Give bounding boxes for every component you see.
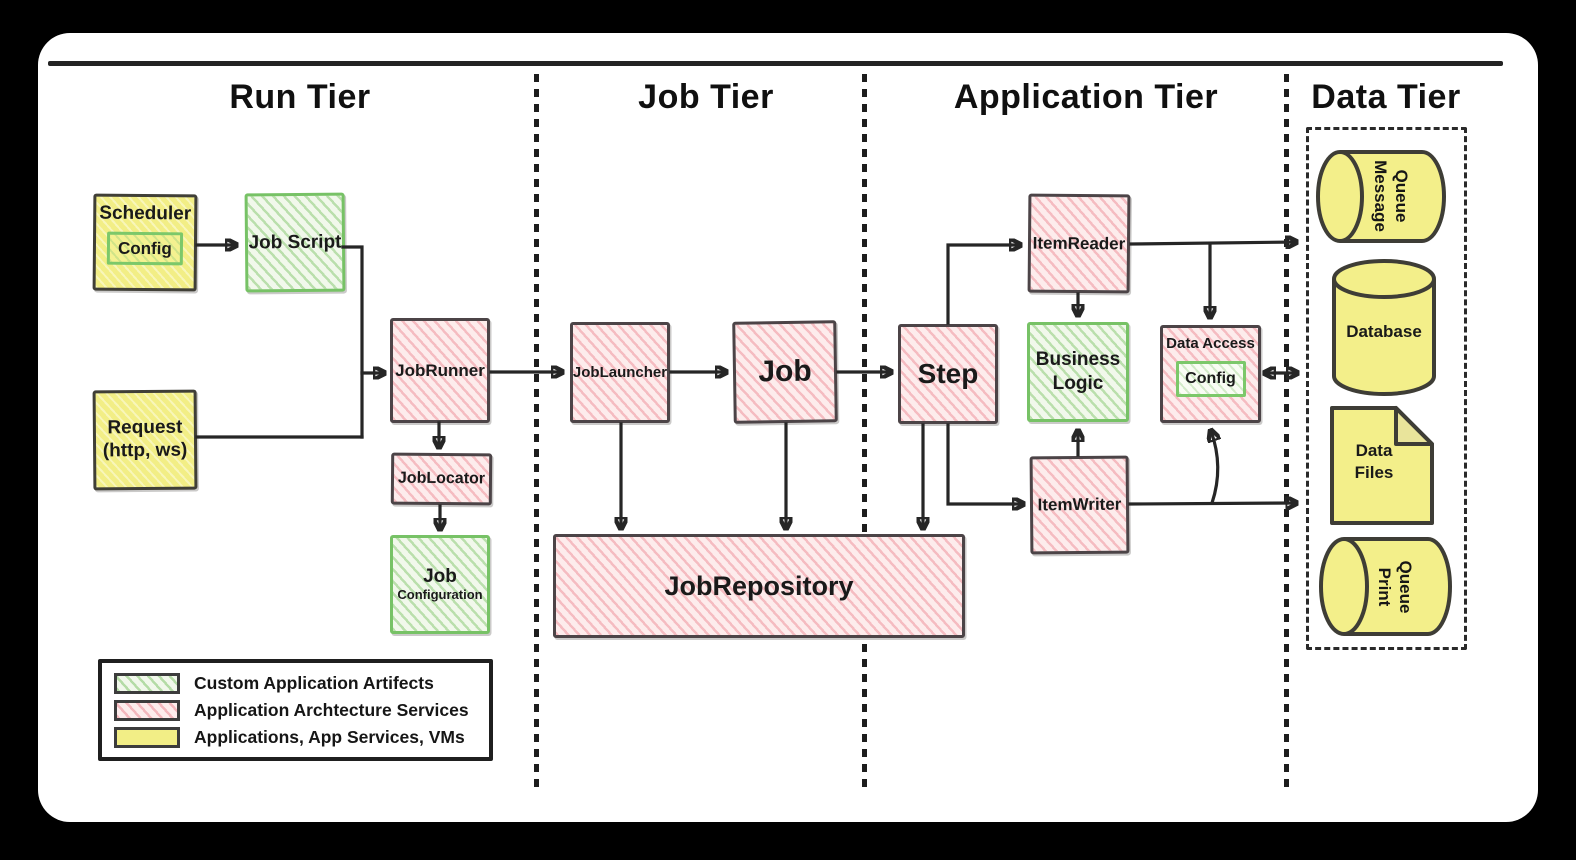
job-configuration-node: Job Configuration [390, 535, 490, 634]
job-configuration-label-line2: Configuration [397, 586, 483, 602]
job-script-label: Job Script [248, 231, 342, 253]
data-tier-container [1306, 127, 1467, 650]
business-logic-label-line1: Business [1035, 349, 1121, 371]
legend-label-architecture-services: Application Archtecture Services [194, 699, 469, 720]
data-access-config-label: Config [1185, 370, 1236, 387]
data-access-label: Data Access [1166, 335, 1255, 352]
legend-row-architecture-services: Application Archtecture Services [114, 699, 477, 721]
database-label: Database [1346, 322, 1422, 341]
scheduler-node: Scheduler Config [92, 193, 198, 292]
legend-swatch-yellow [114, 726, 180, 748]
item-writer-label: ItemWriter [1037, 494, 1122, 515]
business-logic-label-line2: Logic [1052, 373, 1104, 394]
tier-title-job: Job Tier [638, 78, 774, 116]
legend-label-applications: Applications, App Services, VMs [194, 726, 465, 747]
scheduler-config-label: Config [117, 238, 172, 258]
data-access-node: Data Access Config [1160, 325, 1261, 423]
request-label-line2: (http, ws) [102, 439, 188, 462]
legend-swatch-pink [114, 699, 180, 721]
print-queue-shape [1319, 537, 1452, 636]
job-repository-node: JobRepository [553, 534, 965, 638]
legend-label-custom-artifacts: Custom Application Artifects [194, 672, 434, 693]
message-queue-shape [1316, 150, 1446, 243]
item-reader-node: ItemReader [1027, 193, 1131, 294]
job-configuration-label-line1: Job [423, 566, 457, 588]
data-files-shape [1330, 406, 1434, 525]
business-logic-node: Business Logic [1027, 322, 1129, 422]
job-locator-label: JobLocator [397, 469, 486, 488]
item-writer-node: ItemWriter [1029, 455, 1130, 555]
job-repository-label: JobRepository [664, 570, 854, 601]
request-label-line1: Request [107, 416, 183, 439]
data-files-label: Data Files [1328, 440, 1420, 484]
database-shape [1332, 259, 1436, 396]
item-reader-label: ItemReader [1032, 233, 1126, 253]
legend-row-applications: Applications, App Services, VMs [114, 726, 477, 748]
job-runner-label: JobRunner [395, 360, 485, 380]
job-runner-node: JobRunner [390, 318, 490, 423]
tier-title-data: Data Tier [1311, 78, 1461, 116]
divider-application-data [1284, 74, 1289, 790]
data-files-label-line2: Files [1354, 463, 1394, 482]
scheduler-config-node: Config [106, 231, 184, 266]
job-node: Job [732, 320, 838, 424]
print-queue-label: Print Queue [1371, 541, 1419, 633]
message-queue-label-line1: Message [1371, 160, 1390, 232]
print-queue-label-line1: Print [1375, 567, 1394, 607]
scheduler-label: Scheduler [99, 202, 192, 225]
data-files-label-line1: Data [1355, 441, 1393, 460]
job-script-node: Job Script [244, 192, 346, 293]
tier-title-run: Run Tier [229, 78, 371, 116]
job-label: Job [758, 354, 812, 389]
job-locator-node: JobLocator [390, 452, 493, 506]
message-queue-label-line2: Queue [1392, 169, 1411, 223]
request-node: Request (http, ws) [92, 389, 198, 491]
step-node: Step [898, 324, 998, 424]
job-launcher-label: JobLauncher [572, 364, 668, 381]
tier-title-application: Application Tier [953, 78, 1219, 116]
divider-run-job [534, 74, 539, 790]
legend: Custom Application Artifects Application… [98, 659, 493, 761]
legend-swatch-green [114, 672, 180, 694]
job-launcher-node: JobLauncher [570, 322, 670, 423]
legend-row-custom-artifacts: Custom Application Artifects [114, 672, 477, 694]
message-queue-label: Message Queue [1367, 150, 1415, 242]
print-queue-label-line2: Queue [1396, 560, 1415, 614]
divider-job-application [862, 74, 867, 790]
data-access-config-node: Config [1175, 361, 1246, 397]
top-rule [48, 61, 1503, 66]
step-label: Step [917, 358, 979, 389]
